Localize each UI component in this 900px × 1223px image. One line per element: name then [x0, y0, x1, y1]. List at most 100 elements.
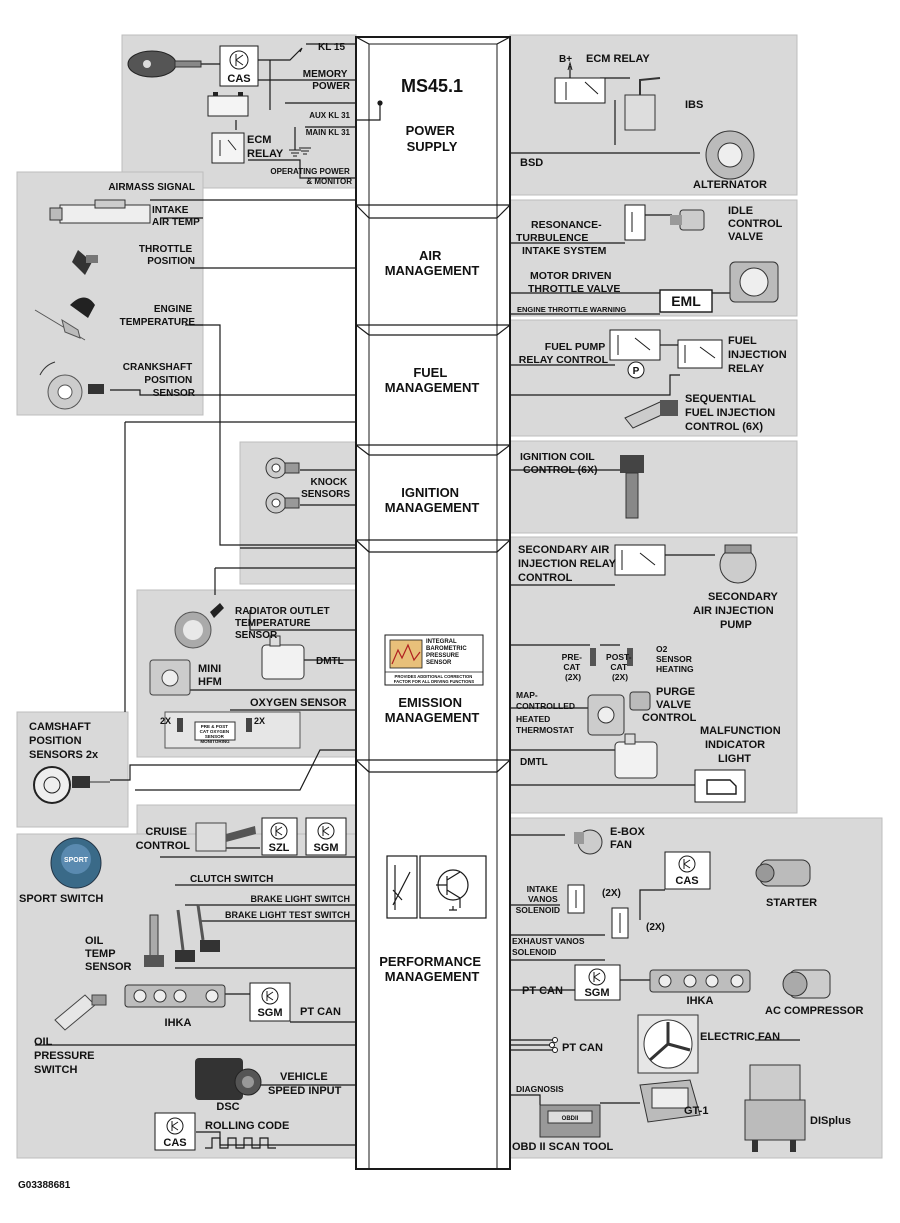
dmtl-left-icon	[261, 635, 305, 680]
throttle-position-label: THROTTLE POSITION	[139, 244, 195, 267]
knock-sensors-icon	[265, 457, 300, 514]
battery-icon	[207, 92, 249, 117]
camshaft-label: CAMSHAFT POSITION SENSORS 2x	[29, 721, 99, 761]
ac-compressor-label: AC COMPRESSOR	[765, 1005, 863, 1017]
sgm-ptcan-label: SGM	[257, 1007, 282, 1019]
sgm-module-cruise	[305, 817, 347, 856]
fuel-pump-symbol: P	[633, 366, 640, 377]
wires	[35, 43, 800, 1146]
hfm-sensor-icon	[49, 199, 151, 224]
fuel-injection-relay-icon	[677, 339, 723, 369]
cas-label-top: CAS	[227, 73, 250, 85]
rolling-code-waveform	[205, 1137, 276, 1149]
motor-throttle-label: MOTOR DRIVEN THROTTLE VALVE	[528, 270, 620, 295]
displus-icon	[744, 1064, 806, 1152]
cas-module-right	[664, 851, 711, 890]
left-components: CAS	[33, 45, 347, 1151]
post-cat-label: POST- CAT (2X)	[606, 652, 634, 682]
engine-temp-sensor-icon	[34, 297, 95, 341]
cas-right-label: CAS	[675, 875, 698, 887]
rolling-code-label: ROLLING CODE	[205, 1120, 289, 1132]
ecm-relay-left-icon	[211, 132, 245, 164]
ihka-left-label: IHKA	[165, 1017, 192, 1029]
dsc-label: DSC	[216, 1101, 239, 1113]
baro-sensor-graphic	[384, 634, 484, 686]
b-plus-label: B+	[559, 54, 572, 65]
thermostat-icon	[587, 694, 625, 736]
bsd-label: BSD	[520, 157, 543, 169]
secondary-pump-label: SECONDARY AIR INJECTION PUMP	[693, 591, 781, 631]
crankshaft-sensor-icon	[39, 361, 104, 410]
kl15-label: KL 15	[318, 42, 345, 53]
radiator-sensor-icon	[174, 603, 224, 649]
ecm-relay-left-label: ECM RELAY	[247, 134, 284, 160]
section-fuel-label: FUEL MANAGEMENT	[385, 365, 480, 395]
clutch-switch-label: CLUTCH SWITCH	[190, 874, 273, 885]
sgm-right-label: SGM	[584, 987, 609, 999]
ecm-title: MS45.1	[401, 76, 463, 96]
airmass-signal-label: AIRMASS SIGNAL	[108, 182, 195, 193]
obd-tool-screen-label: OBDII	[562, 1116, 579, 1122]
purge-valve-icon	[629, 691, 651, 711]
diagnosis-label: DIAGNOSIS	[516, 1084, 564, 1094]
section-power-label: POWER SUPPLY	[406, 123, 459, 154]
figure-id: G03388681	[18, 1180, 71, 1191]
resonance-valve-icon	[624, 204, 646, 241]
mil-light-icon	[694, 769, 746, 803]
o2-2x-right-label: 2X	[254, 716, 265, 726]
dmtl-left-label: DMTL	[316, 656, 344, 667]
ground-symbols	[289, 147, 311, 157]
obd-scan-tool-label: OBD II SCAN TOOL	[512, 1141, 614, 1153]
o2-monitoring-box-label: PRE & POST CAT OXYGEN SENSOR MONITORING	[200, 724, 231, 744]
oil-pressure-label: OIL PRESSURE SWITCH	[34, 1036, 98, 1076]
map-controlled-label: MAP- CONTROLLED	[516, 690, 575, 711]
brake-light-switch-label: BRAKE LIGHT SWITCH	[251, 894, 351, 904]
right-labels: B+ ECM RELAY IBS BSD ALTERNATOR RESONANC…	[512, 53, 863, 1153]
sgm-module-ptcan	[249, 982, 291, 1022]
eml-label: EML	[671, 293, 701, 309]
sequential-label: SEQUENTIAL FUEL INJECTION CONTROL (6X)	[685, 393, 778, 433]
ebox-fan-label: E-BOX FAN	[610, 826, 648, 851]
engine-throttle-warning-label: ENGINE THROTTLE WARNING	[517, 305, 626, 314]
ihka-right-label: IHKA	[687, 995, 714, 1007]
displus-label: DISplus	[810, 1115, 851, 1127]
electric-fan-label: ELECTRIC FAN	[700, 1031, 780, 1043]
baro-note: PROVIDES ADDITIONAL CORRECTION FACTOR FO…	[394, 674, 475, 684]
pre-cat-label: PRE- CAT (2X)	[562, 652, 585, 682]
purge-valve-label: PURGE VALVE CONTROL	[642, 686, 698, 724]
electric-fan-icon	[637, 1014, 699, 1074]
exhaust-vanos-2x-label: (2X)	[646, 922, 665, 933]
ignition-coil-label: IGNITION COIL CONTROL (6X)	[520, 451, 597, 476]
radiator-outlet-label: RADIATOR OUTLET TEMPERATURE SENSOR	[235, 606, 332, 641]
aux-kl31-label: AUX KL 31	[309, 111, 350, 120]
o2-heating-label: O2 SENSOR HEATING	[656, 644, 694, 674]
o2-2x-left-label: 2X	[160, 716, 171, 726]
section-emission-label: EMISSION MANAGEMENT	[385, 695, 480, 725]
sgm-cruise-label: SGM	[313, 842, 338, 854]
dmtl-right-label: DMTL	[520, 757, 548, 768]
sport-switch-icon	[50, 837, 102, 889]
vehicle-speed-label: VEHICLE SPEED INPUT	[268, 1071, 342, 1097]
ignition-coil-icon	[620, 455, 644, 519]
panel-left-camshaft	[16, 711, 129, 828]
cas-module-top	[219, 45, 259, 87]
szl-module	[261, 817, 298, 856]
exhaust-vanos-label: EXHAUST VANOS SOLENOID	[512, 936, 587, 957]
oxygen-sensor-icon	[164, 711, 301, 749]
idle-control-valve-icon	[670, 209, 705, 231]
ecm-driver-symbols	[386, 855, 487, 919]
oil-pressure-switch-icon	[54, 994, 107, 1031]
secondary-pump-icon	[719, 544, 757, 584]
gt1-label: GT-1	[684, 1105, 708, 1117]
idle-control-label: IDLE CONTROL VALVE	[728, 205, 785, 243]
fuel-pump-label: FUEL PUMP RELAY CONTROL	[519, 341, 609, 366]
dsc-icon	[195, 1058, 262, 1100]
resonance-label: RESONANCE- TURBULENCE INTAKE SYSTEM	[516, 219, 607, 257]
key-icon	[127, 50, 202, 78]
baro-sensor-label: INTEGRAL BAROMETRIC PRESSURE SENSOR	[426, 639, 468, 666]
ibs-label: IBS	[685, 99, 703, 111]
throttle-valve-icon	[729, 261, 779, 303]
alternator-label: ALTERNATOR	[693, 179, 767, 191]
heated-thermostat-label: HEATED THERMOSTAT	[516, 714, 575, 735]
